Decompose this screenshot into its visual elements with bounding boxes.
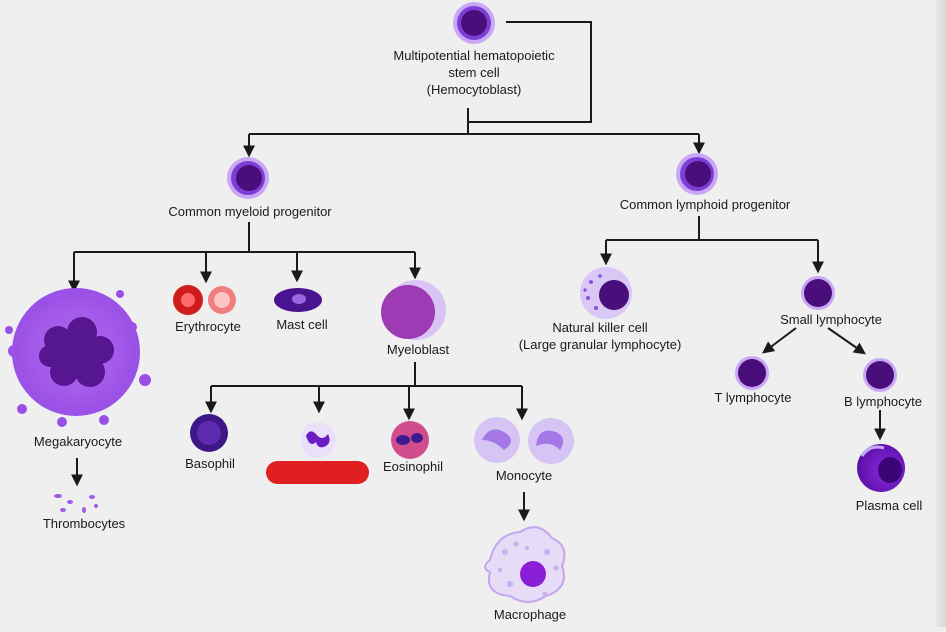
- mast-cell-label: Mast cell: [276, 317, 328, 332]
- thrombocytes-icon: [54, 494, 98, 513]
- redaction-mark: [266, 461, 369, 484]
- connector-lines: [68, 21, 886, 522]
- myeloblast-label: Myeloblast: [386, 342, 450, 357]
- macrophage-icon: [484, 526, 566, 603]
- stem-cell-label-line3: (Hemocytoblast): [426, 82, 522, 97]
- thrombocytes-label: Thrombocytes: [42, 516, 126, 531]
- basophil-icon: [190, 414, 228, 452]
- small-lymphocyte-label: Small lymphocyte: [780, 312, 882, 327]
- stem-cell-label-line1: Multipotential hematopoietic: [393, 48, 555, 63]
- lymphoid-progenitor-label: Common lymphoid progenitor: [619, 197, 791, 212]
- basophil-label: Basophil: [185, 456, 235, 471]
- arrow-to-b: [827, 327, 866, 355]
- myeloid-progenitor-icon: [227, 157, 269, 199]
- nk-cell-label-line1: Natural killer cell: [552, 320, 648, 335]
- erythrocyte-label: Erythrocyte: [175, 319, 241, 334]
- nk-cell-label-line2: (Large granular lymphocyte): [518, 337, 682, 352]
- stem-cell-label: Multipotential hematopoietic stem cell (…: [364, 47, 584, 98]
- nk-cell-icon: [580, 267, 632, 319]
- eosinophil-label: Eosinophil: [383, 459, 443, 474]
- monocyte-icon: [474, 417, 574, 464]
- small-lymphocyte-icon: [801, 276, 835, 310]
- b-lymphocyte-icon: [863, 358, 897, 392]
- stem-cell-label-line2: stem cell: [448, 65, 500, 80]
- myeloid-progenitor-label: Common myeloid progenitor: [168, 204, 332, 219]
- t-lymphocyte-label: T lymphocyte: [714, 390, 792, 405]
- megakaryocyte-label: Megakaryocyte: [33, 434, 123, 449]
- erythrocyte-icon: [173, 285, 236, 315]
- arrow-to-t: [762, 327, 797, 354]
- t-lymphocyte-icon: [735, 356, 769, 390]
- stem-cell-icon: [453, 2, 495, 44]
- neutrophil-icon: [300, 422, 336, 458]
- lymphoid-progenitor-icon: [676, 153, 718, 195]
- nk-cell-label: Natural killer cell (Large granular lymp…: [490, 319, 710, 353]
- macrophage-label: Macrophage: [493, 607, 567, 622]
- megakaryocyte-icon: [5, 288, 151, 427]
- plasma-cell-label: Plasma cell: [855, 498, 923, 513]
- eosinophil-icon: [391, 421, 429, 459]
- line-stem-out: [468, 21, 592, 123]
- monocyte-label: Monocyte: [495, 468, 553, 483]
- myeloblast-icon: [381, 280, 446, 340]
- mast-cell-icon: [274, 288, 322, 312]
- plasma-cell-icon: [857, 444, 905, 492]
- right-edge-shade: [936, 0, 946, 627]
- b-lymphocyte-label: B lymphocyte: [843, 394, 923, 409]
